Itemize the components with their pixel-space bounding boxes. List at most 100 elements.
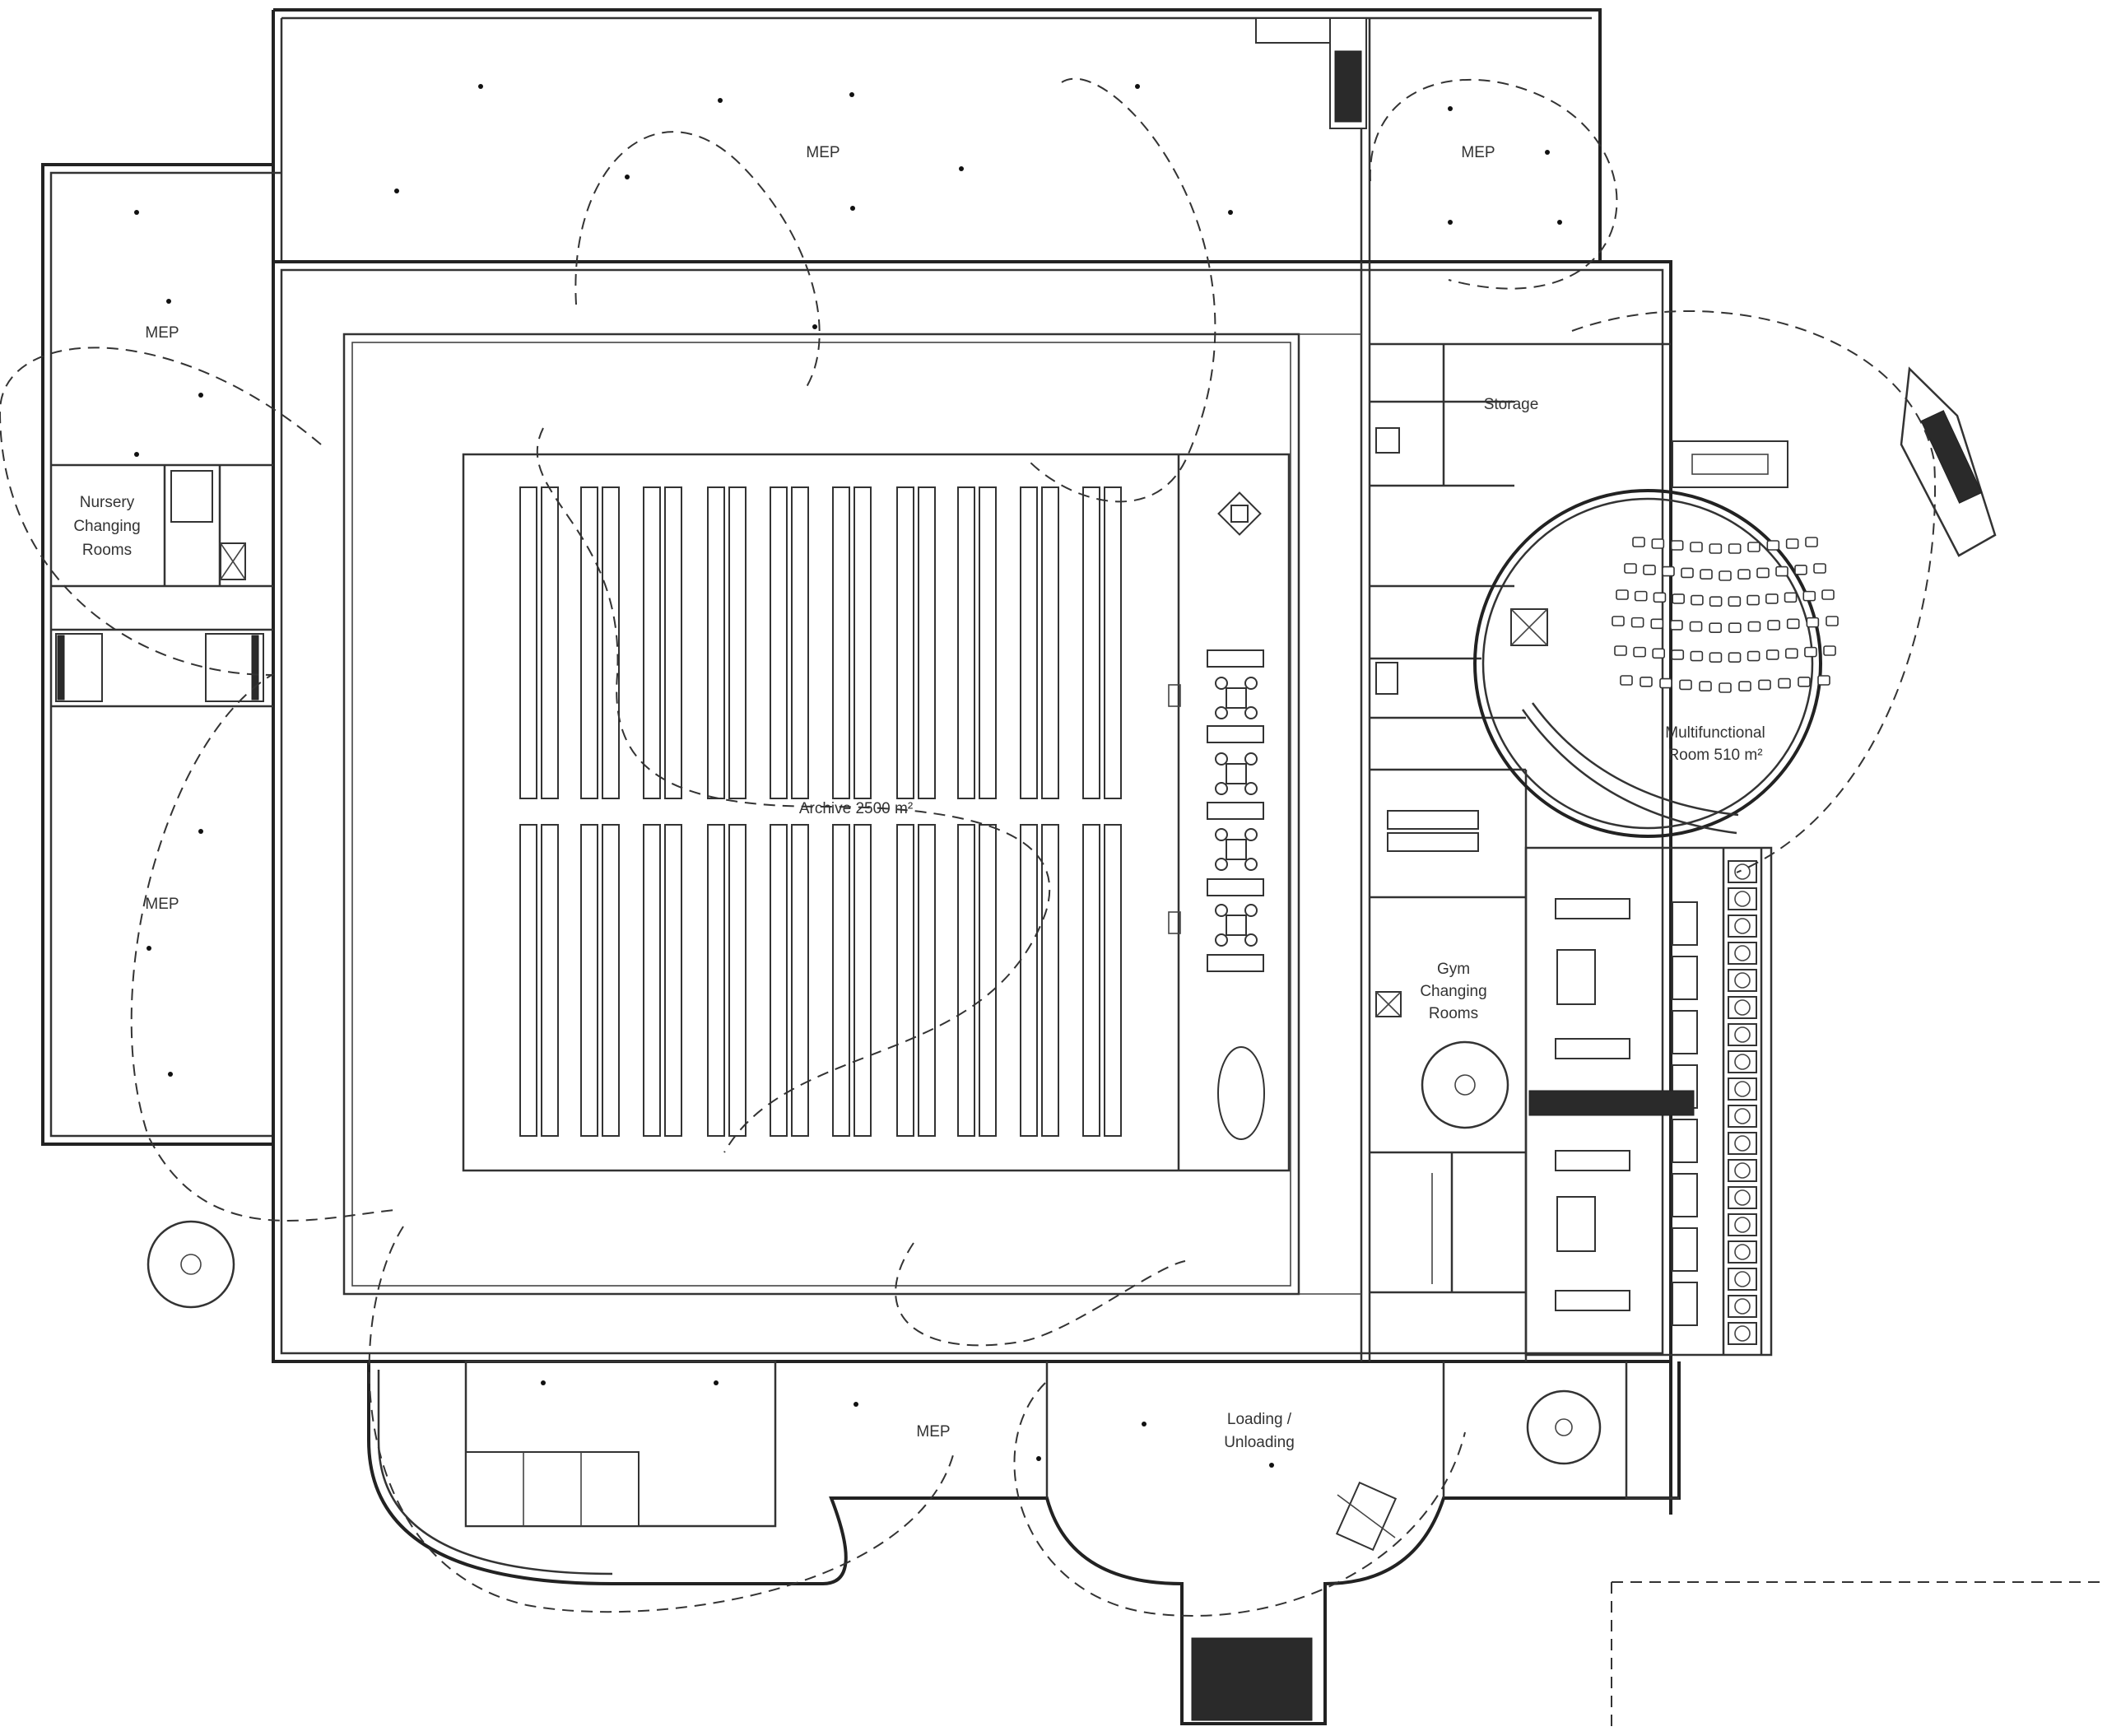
chair-sets [1215,677,1258,947]
label-gym-line1: Gym [1437,961,1470,978]
locker-fixture [1734,918,1751,934]
seat [1630,617,1644,628]
label-mep-top-center: MEP [806,144,840,161]
seat [1670,540,1684,551]
fixture-dot [1142,1422,1147,1426]
fixture-dot [718,98,723,103]
seat [1632,537,1645,547]
seat [1728,543,1742,554]
shelf-rack [1082,486,1100,799]
shelf-rack [1104,486,1122,799]
seat [1700,569,1713,580]
auditorium-seating [1612,537,1839,693]
seat [1798,676,1811,687]
fixture-dot [198,393,203,398]
seat [1786,618,1800,630]
seat [1651,538,1665,549]
label-gym-line2: Changing [1420,983,1486,1000]
spiral-stair-bottom [1526,1389,1602,1465]
multifunctional-room [1473,366,1997,838]
seat [1826,616,1839,626]
seat [1778,677,1791,689]
label-loading-line1: Loading / [1227,1411,1292,1428]
label-mep-left-top: MEP [145,324,179,342]
seat [1671,649,1685,660]
fixture-dot [1135,84,1140,89]
shelf-rack [664,824,682,1137]
seat [1690,650,1704,662]
chair-set [1215,677,1258,719]
shelf-rack [832,486,850,799]
shelf-rack [643,486,661,799]
seat [1679,679,1692,691]
shelf-rack [1104,824,1122,1137]
label-nursery-line1: Nursery [80,494,135,511]
shelf-rack [580,486,598,799]
table-chair-set [1217,491,1262,536]
shelf-rack [541,824,559,1137]
seat [1709,622,1722,633]
fixture-dot [959,166,964,171]
seat [1728,596,1742,607]
shelf-rack [979,824,997,1137]
locker-fixture [1734,1108,1751,1124]
seat [1672,593,1685,604]
label-mep-bottom: MEP [916,1423,950,1440]
shelf-rack [918,486,936,799]
chair-set [1215,828,1258,871]
seat [1728,622,1742,633]
bench [1672,901,1698,946]
seat [1747,621,1761,632]
locker-fixture [1734,1271,1751,1287]
locker-block [1524,846,1773,1357]
reading-tables [1207,491,1265,1140]
locker-fixture [1734,1189,1751,1206]
shelf-rack [1020,486,1038,799]
fixture-dot [1448,220,1453,225]
fixture-dot [394,188,399,193]
label-mep-left-bottom: MEP [145,896,179,913]
seat [1634,590,1648,602]
shelf-rack [602,824,620,1137]
seat [1813,563,1826,574]
seat [1767,620,1780,631]
seat [1806,617,1820,628]
fixture-dot [714,1380,719,1385]
seat [1620,675,1633,686]
shelf-rack [1082,824,1100,1137]
fixture-dot [1545,150,1550,155]
shelf-rack [853,486,872,799]
seat [1659,677,1672,689]
locker-fixture [1734,891,1751,907]
shelf-rack [957,486,975,799]
fixture-dot [198,829,203,834]
dashed-boundary [0,77,2107,1729]
fixture-dot [625,175,630,179]
shelf-rack [853,824,872,1137]
locker-fixture [1734,945,1751,961]
locker-fixture [1734,972,1751,989]
seat [1662,565,1675,577]
shelf-rack [728,486,747,799]
seat [1805,537,1818,547]
label-nursery-line2: Changing [73,518,140,535]
seat [1765,649,1779,660]
seat [1756,567,1770,579]
seat [1643,564,1656,575]
spiral-stair-gym [1421,1040,1509,1129]
seat [1817,675,1830,686]
locker-fixture [1734,1162,1751,1179]
label-multifunctional-line1: Multifunctional [1665,724,1765,742]
seat [1821,589,1835,600]
label-mep-top-right: MEP [1461,144,1495,161]
locker-fixture [1734,863,1751,880]
seat [1699,681,1712,692]
fixture-dot [853,1402,858,1407]
seat [1804,646,1817,658]
seat [1650,618,1664,630]
locker [1728,1186,1757,1209]
fixture-dot [166,299,171,304]
fixture-dot [168,1072,173,1077]
bench [1672,1173,1698,1217]
shelf-rack [770,486,788,799]
